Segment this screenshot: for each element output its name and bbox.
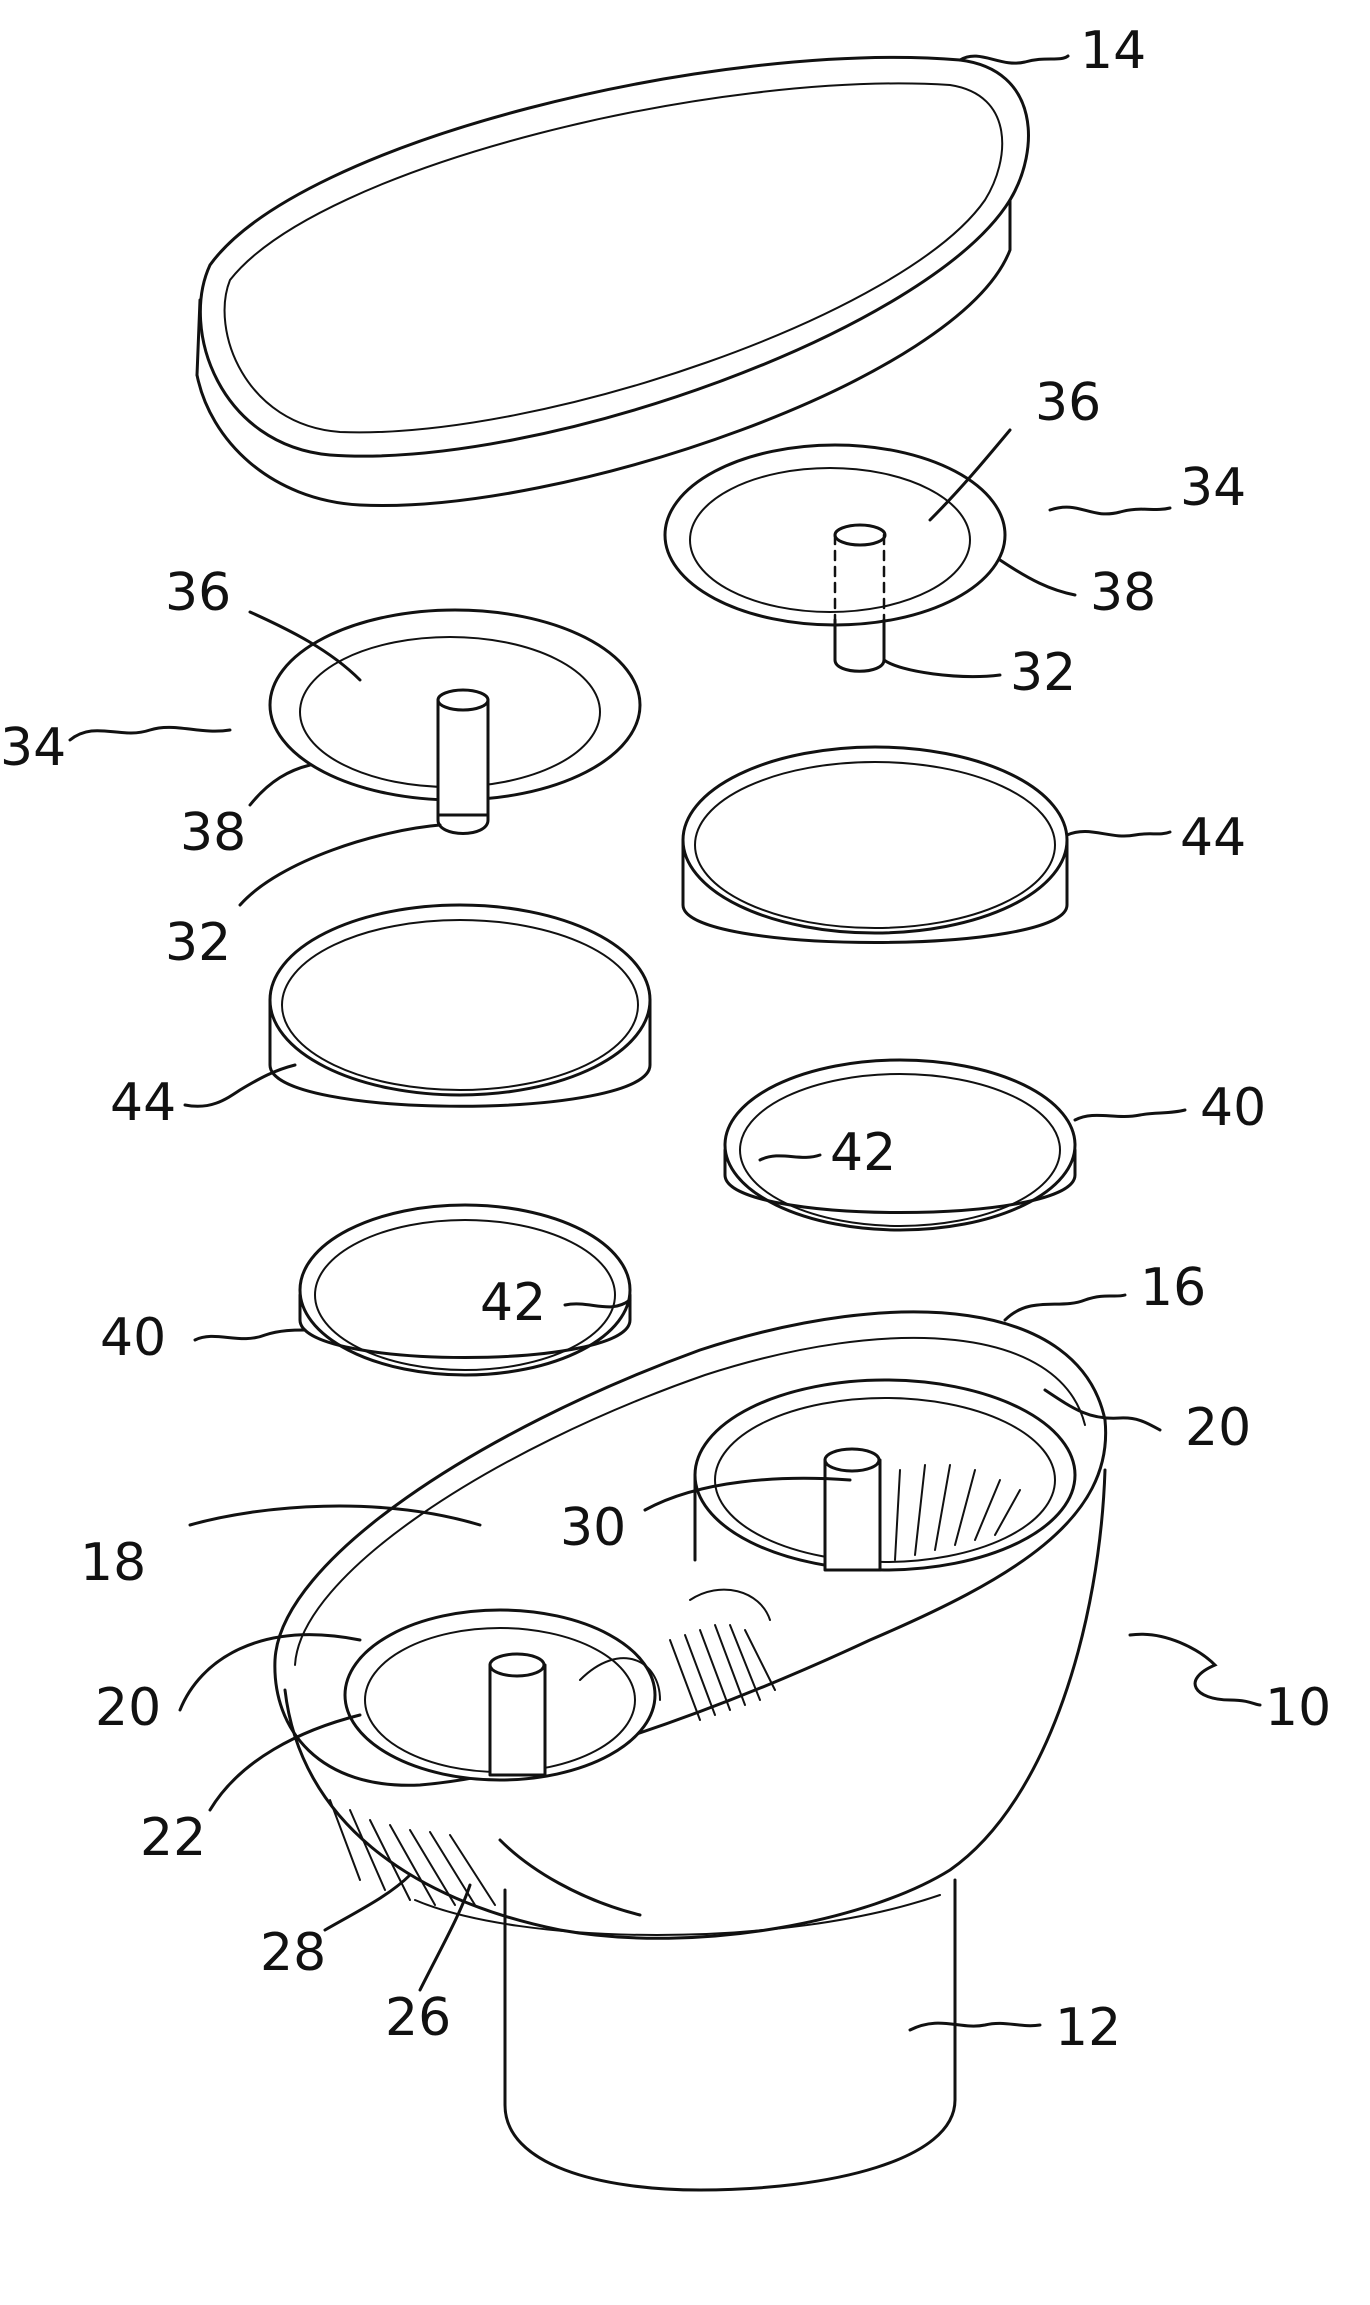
leader-20l: [178, 1633, 362, 1712]
ref-20-left: 20: [95, 1678, 161, 1738]
leader-42l: [563, 1298, 632, 1309]
right-cutter-disc-part: [663, 443, 1007, 673]
ref-38-left: 38: [180, 803, 246, 863]
leader-36l: [248, 610, 362, 682]
reference-numerals: 14 36 34 38 32 36 34 38 32 44 44 40 42 4…: [0, 21, 1331, 2058]
ref-18: 18: [80, 1533, 146, 1593]
leader-20r: [1043, 1388, 1162, 1432]
leader-16: [1003, 1293, 1127, 1322]
leader-28: [323, 1873, 412, 1932]
leader-38r: [998, 558, 1077, 597]
ref-36-right: 36: [1035, 373, 1101, 433]
left-ring-44-part: [268, 903, 652, 1108]
leader-34r: [1048, 505, 1172, 516]
leader-34l: [68, 725, 232, 742]
leader-40l: [193, 1328, 307, 1342]
right-ring-40-part: [723, 1058, 1077, 1232]
leader-14: [958, 54, 1070, 65]
ref-30: 30: [560, 1498, 626, 1558]
ref-34-left: 34: [0, 718, 66, 778]
housing-body-part: [273, 1310, 1108, 2192]
leader-22: [208, 1713, 362, 1812]
ref-10: 10: [1265, 1678, 1331, 1738]
ref-44-left: 44: [110, 1073, 176, 1133]
ref-40-right: 40: [1200, 1078, 1266, 1138]
leader-10: [1128, 1632, 1262, 1707]
leader-lines: [68, 54, 1262, 2032]
ref-16: 16: [1140, 1258, 1206, 1318]
ref-44-right: 44: [1180, 808, 1246, 868]
ref-32-right: 32: [1010, 643, 1076, 703]
ref-42-right: 42: [830, 1123, 896, 1183]
cover-lid-part: [195, 56, 1030, 508]
ref-26: 26: [385, 1988, 451, 2048]
ref-32-left: 32: [165, 913, 231, 973]
leader-40r: [1073, 1108, 1187, 1122]
leader-12: [908, 2021, 1042, 2032]
ref-36-left: 36: [165, 563, 231, 623]
leader-18: [188, 1504, 482, 1527]
left-ring-40-part: [298, 1203, 632, 1377]
ref-38-right: 38: [1090, 563, 1156, 623]
leader-36r: [928, 428, 1012, 522]
leader-42r: [758, 1153, 822, 1162]
ref-22: 22: [140, 1808, 206, 1868]
ref-14: 14: [1080, 21, 1146, 81]
ref-12: 12: [1055, 1998, 1121, 2058]
leader-38l: [248, 763, 312, 807]
left-cutter-disc-part: [268, 608, 642, 835]
ref-20-right: 20: [1185, 1398, 1251, 1458]
right-ring-44-part: [681, 745, 1069, 944]
ref-34-right: 34: [1180, 458, 1246, 518]
leader-32r: [882, 658, 1002, 678]
ref-28: 28: [260, 1923, 326, 1983]
ref-42-left: 42: [480, 1273, 546, 1333]
leader-32l: [238, 823, 442, 907]
ref-40-left: 40: [100, 1308, 166, 1368]
leader-26: [418, 1883, 472, 1992]
leader-44l: [183, 1063, 297, 1108]
leader-44r: [1065, 830, 1172, 838]
leader-30: [643, 1476, 852, 1512]
